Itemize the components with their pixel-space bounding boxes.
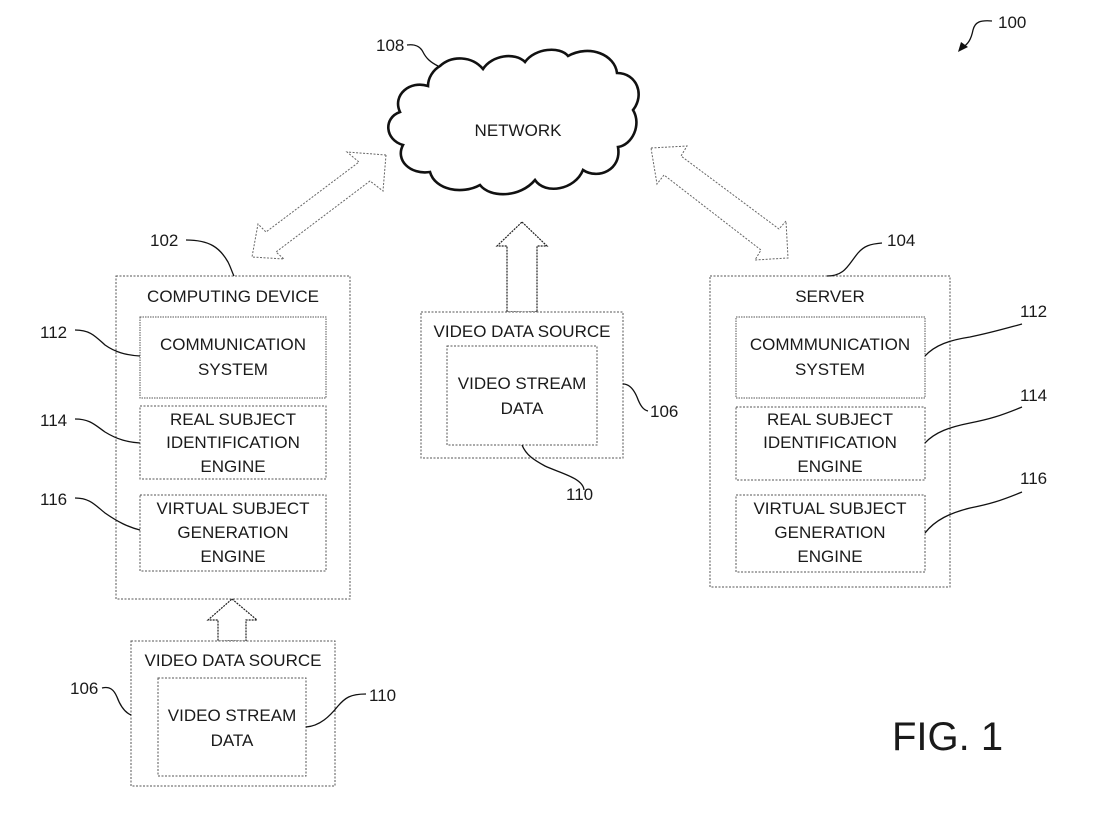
video-stream-box <box>157 677 307 777</box>
component-line: GENERATION <box>774 523 885 542</box>
component-box <box>735 494 926 573</box>
figure-ref-arrowhead-icon <box>958 42 968 52</box>
component-ref-leader <box>924 323 1023 357</box>
video-stream-ref: 110 <box>369 686 396 705</box>
component-line: VIRTUAL SUBJECT <box>156 499 309 518</box>
component-line: COMMUNICATION <box>160 335 306 354</box>
component-box <box>139 405 327 480</box>
computing-device-communication-system: COMMUNICATION SYSTEM 112 <box>40 316 327 399</box>
video-stream-ref-leader <box>521 444 585 491</box>
video-stream-box <box>446 345 598 446</box>
video-stream-ref: 110 <box>566 485 593 504</box>
component-line: COMMMUNICATION <box>750 335 910 354</box>
component-box <box>139 316 327 399</box>
figure-label: FIG. 1 <box>892 715 1003 759</box>
computing-device-ref: 102 <box>150 231 178 250</box>
component-line: SYSTEM <box>795 360 865 379</box>
computing-device-real-subject-engine: REAL SUBJECT IDENTIFICATION 114 ENGINE <box>40 405 327 480</box>
server: 104 SERVER COMMMUNICATION SYSTEM 112 REA… <box>709 231 1047 588</box>
computing-device-ref-leader <box>185 239 235 277</box>
server-title: SERVER <box>795 287 865 306</box>
video-data-source-center: VIDEO DATA SOURCE VIDEO STREAM DATA 106 … <box>420 311 678 504</box>
video-stream-line: DATA <box>211 731 254 750</box>
video-data-source-bottom: VIDEO DATA SOURCE VIDEO STREAM DATA 106 … <box>70 640 396 787</box>
component-ref-leader <box>74 418 141 444</box>
component-line: ENGINE <box>200 547 265 566</box>
server-virtual-subject-engine: VIRTUAL SUBJECT GENERATION ENGINE 116 <box>735 469 1047 573</box>
computing-device-virtual-subject-engine: VIRTUAL SUBJECT GENERATION ENGINE 116 <box>40 490 327 572</box>
up-arrow-icon <box>206 598 259 642</box>
video-stream-line: VIDEO STREAM <box>458 374 586 393</box>
bidirectional-arrow-icon <box>251 151 387 260</box>
component-ref: 114 <box>40 411 67 430</box>
server-ref-leader <box>826 242 883 277</box>
component-line: REAL SUBJECT <box>170 410 296 429</box>
component-line: IDENTIFICATION <box>763 433 897 452</box>
server-real-subject-engine: REAL SUBJECT IDENTIFICATION ENGINE 114 <box>735 386 1047 481</box>
server-ref: 104 <box>887 231 915 250</box>
component-ref: 116 <box>1020 469 1047 488</box>
figure-ref-leader <box>961 20 993 49</box>
video-source-ref-leader <box>101 686 132 716</box>
video-data-source-title: VIDEO DATA SOURCE <box>145 651 322 670</box>
component-line: ENGINE <box>200 457 265 476</box>
network-ref: 108 <box>376 36 404 55</box>
component-box <box>735 316 926 399</box>
video-data-source-title: VIDEO DATA SOURCE <box>434 322 611 341</box>
component-ref: 114 <box>1020 386 1047 405</box>
server-communication-system: COMMMUNICATION SYSTEM 112 <box>735 302 1047 399</box>
component-box <box>139 494 327 572</box>
video-source-ref-leader <box>622 383 649 412</box>
component-ref: 112 <box>40 323 67 342</box>
component-ref-leader <box>74 329 141 357</box>
bidirectional-arrow-icon <box>650 145 789 261</box>
component-line: SYSTEM <box>198 360 268 379</box>
component-line: ENGINE <box>797 457 862 476</box>
video-source-ref: 106 <box>650 402 678 421</box>
computing-device: 102 COMPUTING DEVICE COMMUNICATION SYSTE… <box>40 231 351 600</box>
computing-device-title: COMPUTING DEVICE <box>147 287 319 306</box>
component-ref: 116 <box>40 490 67 509</box>
component-line: REAL SUBJECT <box>767 410 893 429</box>
video-source-ref: 106 <box>70 679 98 698</box>
component-box <box>735 406 926 481</box>
figure-ref-label: 100 <box>998 13 1026 32</box>
component-ref-leader <box>74 497 141 531</box>
component-line: VIRTUAL SUBJECT <box>753 499 906 518</box>
video-stream-ref-leader <box>305 693 367 728</box>
component-ref-leader <box>924 491 1023 534</box>
network-label: NETWORK <box>475 121 563 140</box>
component-ref-leader <box>924 406 1023 444</box>
cloud-icon <box>387 48 640 196</box>
component-line: ENGINE <box>797 547 862 566</box>
network-ref-leader <box>406 44 439 67</box>
video-stream-line: DATA <box>501 399 544 418</box>
video-stream-line: VIDEO STREAM <box>168 706 296 725</box>
component-line: IDENTIFICATION <box>166 433 300 452</box>
component-line: GENERATION <box>177 523 288 542</box>
figure-ref-100: 100 <box>958 13 1026 52</box>
component-ref: 112 <box>1020 302 1047 321</box>
network-cloud: 108 NETWORK <box>376 36 640 196</box>
up-arrow-icon <box>495 221 549 313</box>
